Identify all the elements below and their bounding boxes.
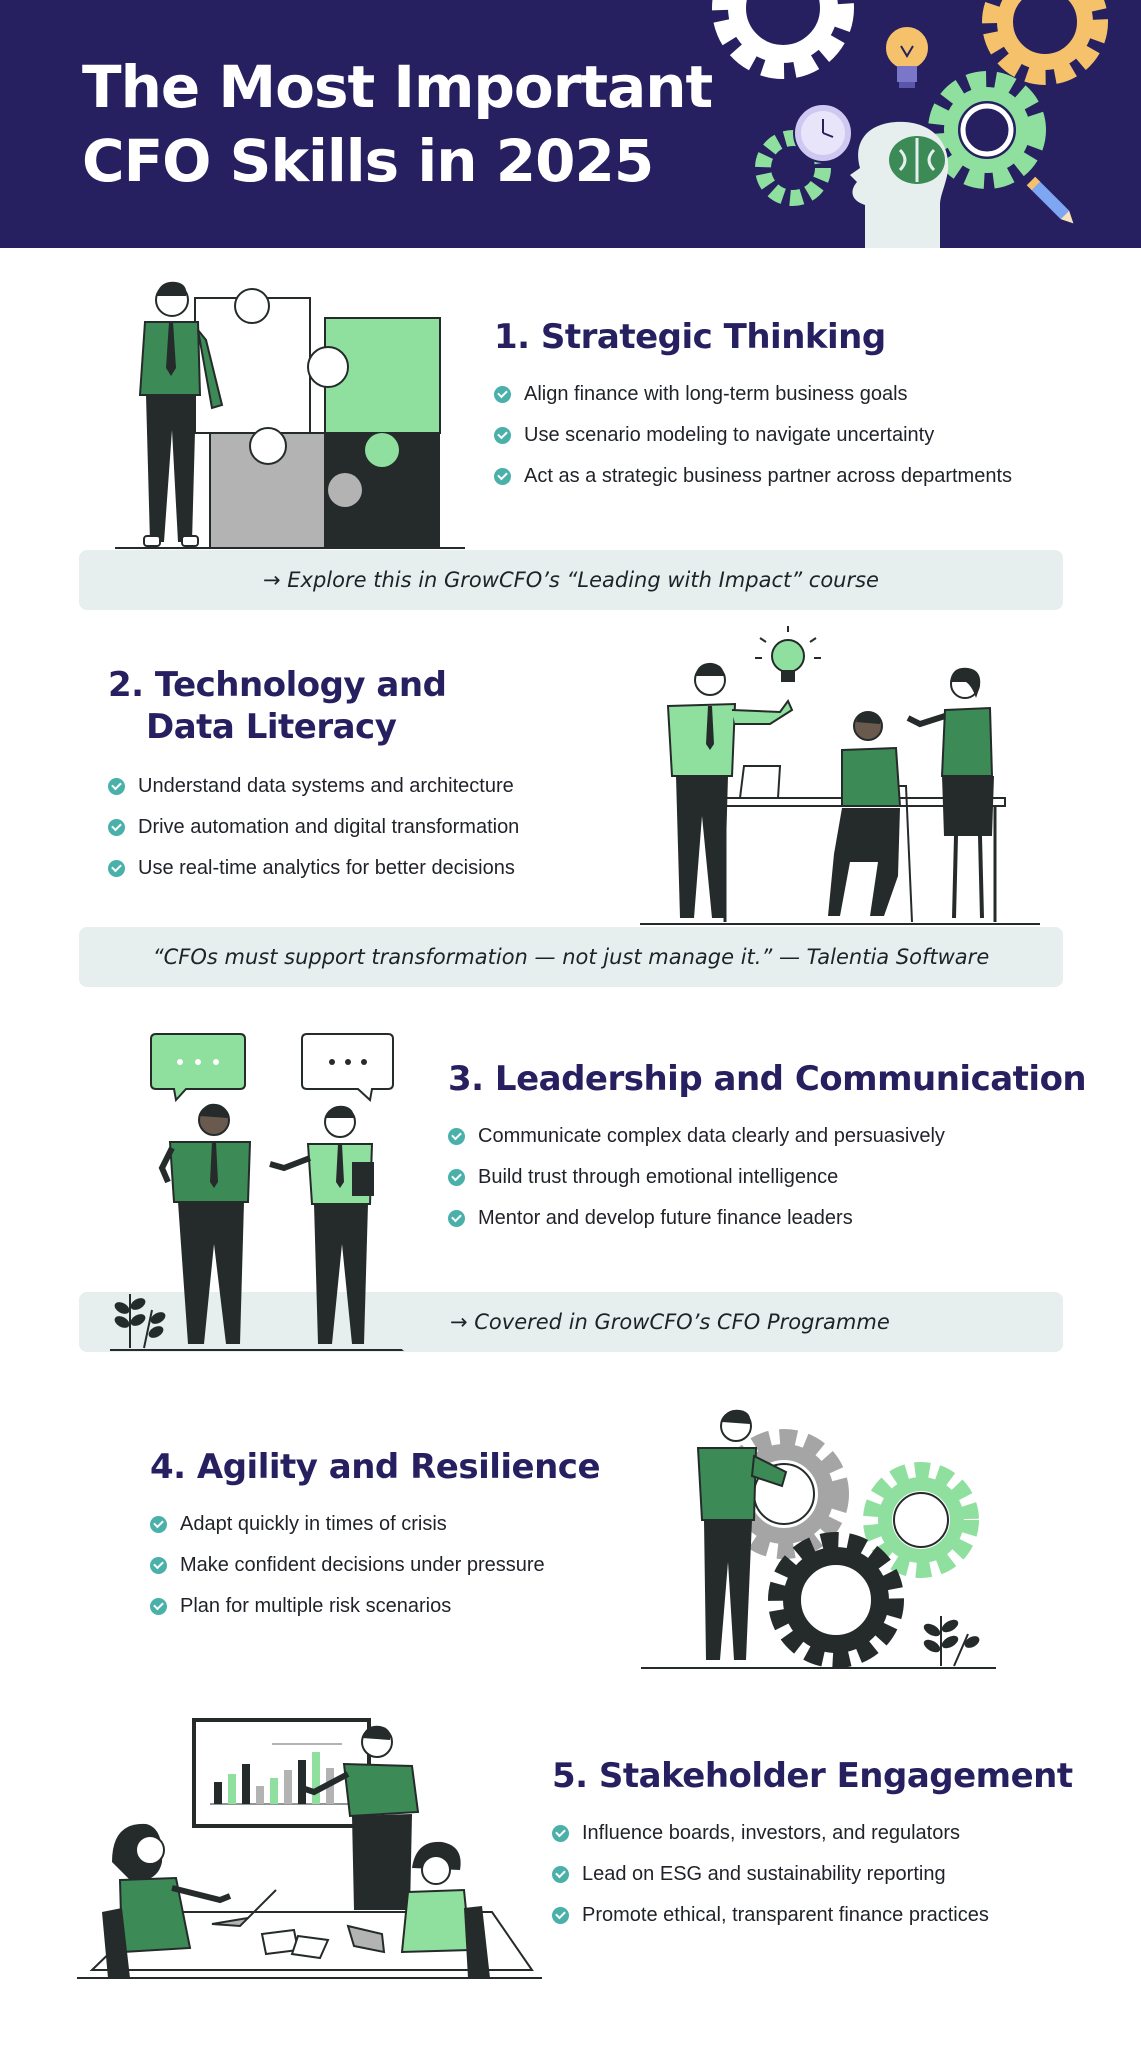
bullet-text: Understand data systems and architecture [138,775,514,797]
list-item: Understand data systems and architecture [108,766,628,807]
s5-presentation-illustration [77,1718,542,1979]
bullet-text: Promote ethical, transparent finance pra… [582,1904,989,1926]
s4-title: 4. Agility and Resilience [150,1447,601,1487]
s1-puzzle-illustration [115,281,465,549]
s5-title: 5. Stakeholder Engagement [552,1756,1073,1796]
check-icon [448,1128,465,1145]
check-icon [108,819,125,836]
check-icon [494,468,511,485]
bullet-text: Communicate complex data clearly and per… [478,1125,945,1147]
list-item: Build trust through emotional intelligen… [448,1157,1088,1198]
s3-bullet-list: Communicate complex data clearly and per… [448,1116,1088,1239]
check-icon [494,386,511,403]
s2-meeting-illustration [640,626,1040,925]
list-item: Influence boards, investors, and regulat… [552,1813,1092,1854]
s2-title-line2: Data Literacy [146,707,397,747]
s3-conversation-illustration [110,1033,405,1351]
s2-title: 2. Technology and Data Literacy [108,664,628,748]
bullet-text: Align finance with long-term business go… [524,383,908,405]
s2-bullet-list: Understand data systems and architecture… [108,766,628,889]
list-item: Drive automation and digital transformat… [108,807,628,848]
list-item: Use real-time analytics for better decis… [108,848,628,889]
check-icon [448,1169,465,1186]
check-icon [108,860,125,877]
list-item: Align finance with long-term business go… [494,374,1074,415]
s1-course-banner: → Explore this in GrowCFO’s “Leading wit… [79,550,1063,610]
list-item: Mentor and develop future finance leader… [448,1198,1088,1239]
list-item: Lead on ESG and sustainability reporting [552,1854,1092,1895]
check-icon [150,1598,167,1615]
list-item: Plan for multiple risk scenarios [150,1586,670,1627]
page-title: The Most Important CFO Skills in 2025 [82,50,722,198]
check-icon [108,778,125,795]
check-icon [552,1825,569,1842]
page-title-line2: CFO Skills in 2025 [82,127,654,195]
s3-banner-text: → Covered in GrowCFO’s CFO Programme [450,1310,890,1334]
s1-bullet-list: Align finance with long-term business go… [494,374,1074,497]
check-icon [552,1907,569,1924]
bullet-text: Build trust through emotional intelligen… [478,1166,839,1188]
list-item: Use scenario modeling to navigate uncert… [494,415,1074,456]
header-banner: The Most Important CFO Skills in 2025 [0,0,1141,248]
bullet-text: Use scenario modeling to navigate uncert… [524,424,935,446]
s1-title: 1. Strategic Thinking [494,317,886,357]
bullet-text: Mentor and develop future finance leader… [478,1207,853,1229]
header-gears-icon [712,0,1108,248]
bullet-text: Influence boards, investors, and regulat… [582,1822,960,1844]
s4-bullet-list: Adapt quickly in times of crisis Make co… [150,1504,670,1627]
check-icon [552,1866,569,1883]
s2-quote-text: “CFOs must support transformation — not … [152,945,990,969]
check-icon [494,427,511,444]
s3-course-banner: → Covered in GrowCFO’s CFO Programme [400,1292,1063,1352]
check-icon [150,1557,167,1574]
list-item: Act as a strategic business partner acro… [494,456,1074,497]
s4-gears-illustration [641,1409,996,1669]
s3-title: 3. Leadership and Communication [448,1059,1087,1099]
bullet-text: Plan for multiple risk scenarios [180,1595,452,1617]
s2-title-line1: 2. Technology and [108,665,447,705]
bullet-text: Make confident decisions under pressure [180,1554,545,1576]
bullet-text: Use real-time analytics for better decis… [138,857,515,879]
list-item: Adapt quickly in times of crisis [150,1504,670,1545]
s2-quote-banner: “CFOs must support transformation — not … [79,927,1063,987]
s5-bullet-list: Influence boards, investors, and regulat… [552,1813,1092,1936]
list-item: Promote ethical, transparent finance pra… [552,1895,1092,1936]
list-item: Make confident decisions under pressure [150,1545,670,1586]
bullet-text: Lead on ESG and sustainability reporting [582,1863,946,1885]
bullet-text: Act as a strategic business partner acro… [524,465,1013,487]
s1-banner-text: → Explore this in GrowCFO’s “Leading wit… [263,568,879,592]
list-item: Communicate complex data clearly and per… [448,1116,1088,1157]
check-icon [150,1516,167,1533]
bullet-text: Adapt quickly in times of crisis [180,1513,447,1535]
check-icon [448,1210,465,1227]
bullet-text: Drive automation and digital transformat… [138,816,520,838]
page-title-line1: The Most Important [82,53,713,121]
